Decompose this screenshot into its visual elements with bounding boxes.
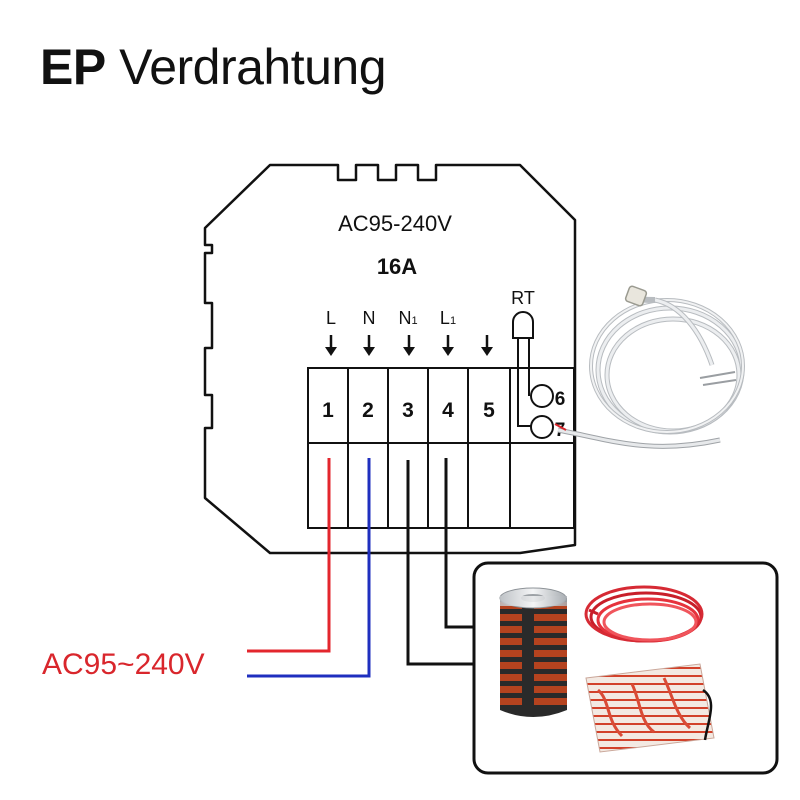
arrow-5 <box>481 335 493 356</box>
sensor-label: RT <box>511 288 535 308</box>
terminal-number-1: 1 <box>322 399 334 422</box>
sensor-terminal-7 <box>530 415 554 439</box>
terminal-label-n1: N1 <box>398 308 417 328</box>
voltage-rating: AC95-240V <box>338 211 452 236</box>
arrow-1 <box>325 335 337 356</box>
terminal-label-l: L <box>326 308 336 328</box>
terminal-label-n: N <box>363 308 376 328</box>
wire-load-l1 <box>444 458 473 629</box>
thermostat-body <box>203 163 577 555</box>
sensor-cable-coil <box>554 297 745 449</box>
heating-film-roll-icon <box>499 587 567 717</box>
sensor-head-icon <box>624 285 656 307</box>
terminal-labels: L N N1 L1 <box>326 308 456 328</box>
heating-cable-coil-icon <box>584 585 704 643</box>
title-bold: EP <box>40 39 106 95</box>
terminal-number-5: 5 <box>483 399 495 422</box>
arrow-3 <box>403 335 415 356</box>
arrow-4 <box>442 335 454 356</box>
terminal-numbers: 1 2 3 4 5 <box>322 399 495 422</box>
supply-voltage-label: AC95~240V <box>42 648 205 681</box>
wire-load-n1 <box>406 460 473 666</box>
wires <box>247 458 473 678</box>
terminal-block <box>307 367 575 529</box>
terminal-arrows <box>325 335 493 356</box>
sensor-probe <box>512 311 554 439</box>
arrow-2 <box>363 335 375 356</box>
terminal-label-l1: L1 <box>440 308 456 328</box>
page-title: EP Verdrahtung <box>40 38 387 96</box>
terminal-number-2: 2 <box>362 399 374 422</box>
sensor-terminal-number-6: 6 <box>555 389 566 410</box>
terminal-number-4: 4 <box>442 399 454 422</box>
title-rest: Verdrahtung <box>119 39 387 95</box>
heating-mat-icon <box>585 663 715 753</box>
terminal-number-3: 3 <box>402 399 414 422</box>
wire-live <box>247 458 331 653</box>
current-rating: 16A <box>377 254 417 279</box>
wire-neutral <box>247 458 371 678</box>
sensor-terminal-6 <box>530 384 554 408</box>
